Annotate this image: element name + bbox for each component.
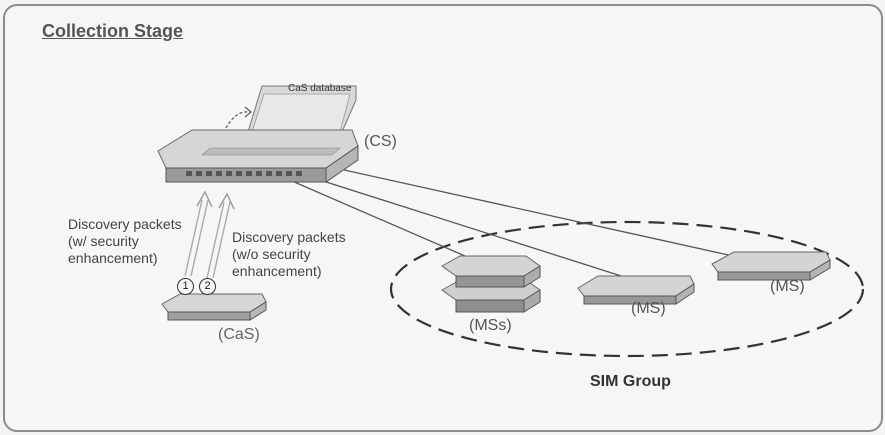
label-line: Discovery packets: [232, 229, 346, 245]
link-cs-ms-middle: [275, 165, 641, 283]
label-line: enhancement): [68, 250, 158, 266]
cas-database-label: CaS database: [288, 83, 352, 94]
member-switch-right-label: (MS): [770, 278, 805, 295]
candidate-switch-icon: [161, 293, 267, 321]
discovery-arrow-without-security: [206, 192, 235, 279]
member-switch-stack-icon: [441, 255, 541, 313]
label-line: enhancement): [232, 263, 322, 279]
sim-group-boundary: [389, 220, 865, 358]
label-line: (w/o security: [232, 246, 311, 262]
member-switch-right-icon: [711, 251, 831, 281]
step-1-marker: 1: [177, 278, 194, 295]
candidate-switch-label: (CaS): [218, 326, 260, 343]
member-switch-stack-label: (MSs): [469, 317, 512, 334]
command-switch-label: (CS): [364, 133, 397, 150]
link-cs-ms-stack: [261, 167, 489, 267]
command-switch-icon: [157, 129, 359, 183]
label-line: (w/ security: [68, 233, 139, 249]
member-switch-middle-icon: [577, 275, 695, 305]
discovery-packets-without-security-label: Discovery packets (w/o security enhancem…: [232, 229, 346, 280]
diagram-title: Collection Stage: [42, 21, 184, 41]
step-2-marker: 2: [199, 278, 216, 295]
label-line: Discovery packets: [68, 216, 182, 232]
discovery-arrow-with-security: [184, 190, 213, 277]
cas-database-icon: [225, 85, 357, 133]
diagram-frame: [3, 4, 883, 432]
link-cs-ms-right: [289, 157, 761, 263]
discovery-packets-with-security-label: Discovery packets (w/ security enhanceme…: [68, 216, 182, 267]
member-switch-middle-label: (MS): [631, 300, 666, 317]
sim-group-label: SIM Group: [590, 373, 671, 390]
